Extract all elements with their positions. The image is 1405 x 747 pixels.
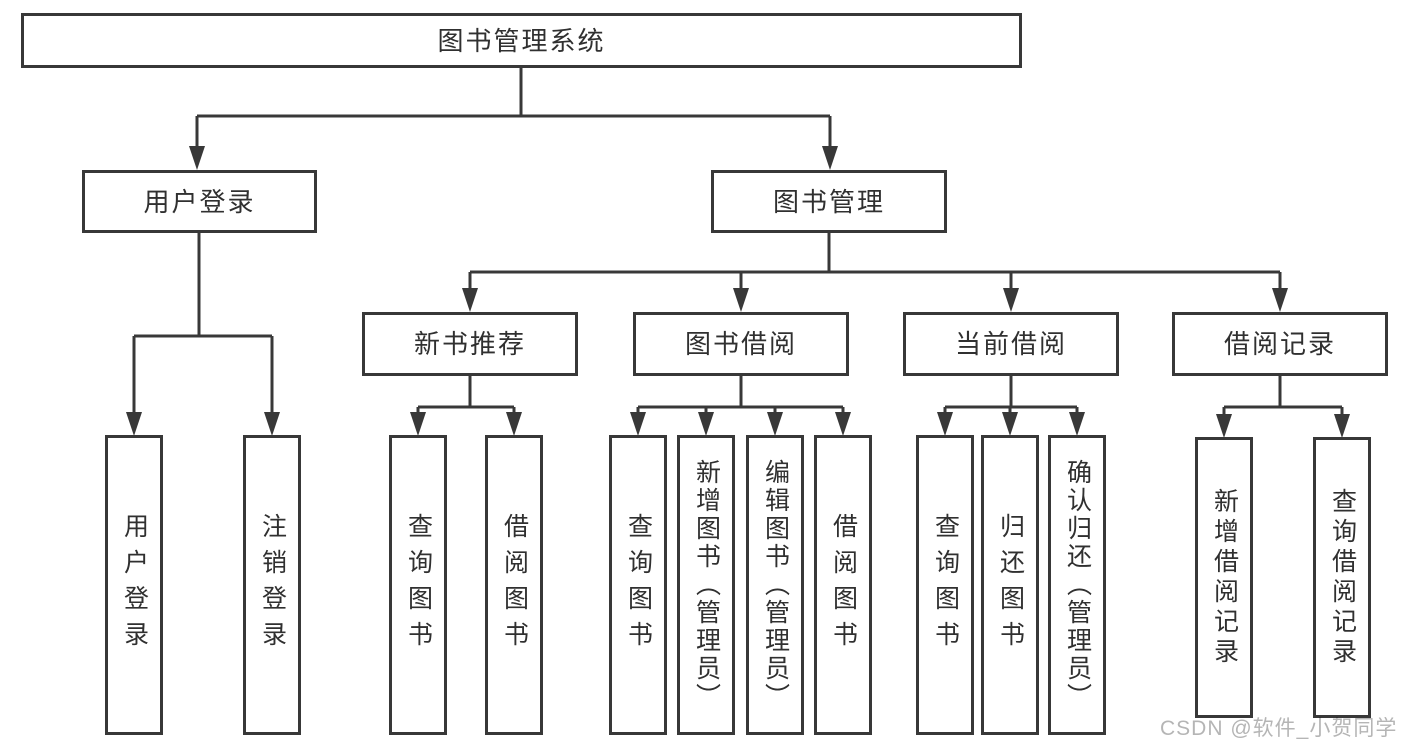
node-label: 用户登录 bbox=[143, 186, 256, 217]
node-label: 归还图书 bbox=[996, 513, 1025, 657]
node-label: 当前借阅 bbox=[954, 329, 1067, 359]
node-book-borrowing: 图书借阅 bbox=[633, 312, 849, 376]
node-label: 确认归还（管理员） bbox=[1063, 459, 1092, 711]
node-label: 借阅图书 bbox=[500, 513, 529, 657]
node-library-system-root: 图书管理系统 bbox=[21, 13, 1022, 68]
csdn-watermark: CSDN @软件_小贺同学 bbox=[1160, 717, 1398, 740]
leaf-user-login: 用户登录 bbox=[105, 435, 163, 735]
leaf-confirm-return-admin: 确认归还（管理员） bbox=[1048, 435, 1106, 735]
node-book-management: 图书管理 bbox=[711, 170, 947, 233]
leaf-borrow-book-recommend: 借阅图书 bbox=[485, 435, 543, 735]
node-label: 查询图书 bbox=[624, 513, 653, 657]
node-new-book-recommend: 新书推荐 bbox=[362, 312, 578, 376]
leaf-query-borrow-record: 查询借阅记录 bbox=[1313, 437, 1371, 718]
leaf-edit-book-admin: 编辑图书（管理员） bbox=[746, 435, 804, 735]
node-user-login: 用户登录 bbox=[82, 170, 317, 233]
leaf-logout: 注销登录 bbox=[243, 435, 301, 735]
node-label: 注销登录 bbox=[258, 513, 287, 657]
node-label: 借阅记录 bbox=[1223, 329, 1336, 359]
node-label: 新书推荐 bbox=[413, 329, 526, 359]
node-current-borrowing: 当前借阅 bbox=[903, 312, 1119, 376]
leaf-query-book-borrowing: 查询图书 bbox=[609, 435, 667, 735]
leaf-query-book-current: 查询图书 bbox=[916, 435, 974, 735]
node-label: 查询借阅记录 bbox=[1328, 487, 1357, 668]
node-label: 查询图书 bbox=[931, 513, 960, 657]
node-label: 查询图书 bbox=[404, 513, 433, 657]
leaf-query-book-recommend: 查询图书 bbox=[389, 435, 447, 735]
leaf-add-book-admin: 新增图书（管理员） bbox=[677, 435, 735, 735]
node-label: 图书管理系统 bbox=[437, 25, 606, 56]
node-borrowing-records: 借阅记录 bbox=[1172, 312, 1388, 376]
node-label: 编辑图书（管理员） bbox=[761, 459, 790, 711]
node-label: 用户登录 bbox=[120, 513, 149, 657]
leaf-borrow-book: 借阅图书 bbox=[814, 435, 872, 735]
node-label: 图书管理 bbox=[772, 186, 885, 217]
node-label: 新增借阅记录 bbox=[1210, 487, 1239, 668]
node-label: 图书借阅 bbox=[684, 329, 797, 359]
node-label: 借阅图书 bbox=[829, 513, 858, 657]
node-label: 新增图书（管理员） bbox=[692, 459, 721, 711]
leaf-return-book: 归还图书 bbox=[981, 435, 1039, 735]
leaf-add-borrow-record: 新增借阅记录 bbox=[1195, 437, 1253, 718]
